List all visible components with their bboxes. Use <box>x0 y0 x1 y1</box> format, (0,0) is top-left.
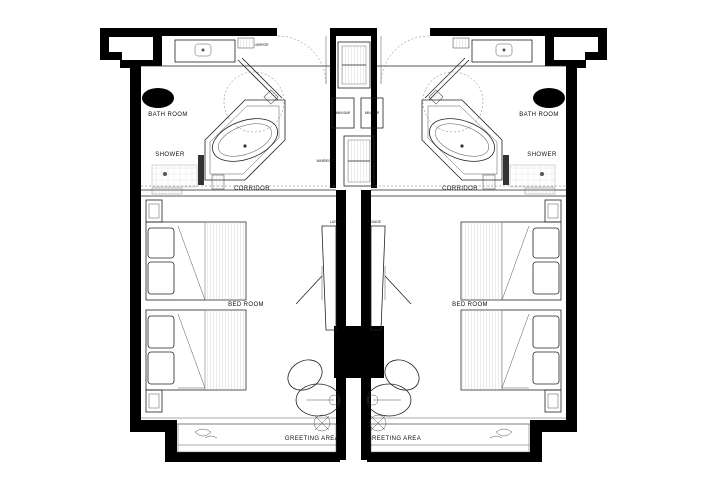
left-bathroom: MIRROR BATH ROOM SHOWER CORRIDOR <box>141 35 336 195</box>
greeting-area-label-left: GREETING AREA <box>285 436 339 442</box>
right-bathroom: BATH ROOM SHOWER CORRIDOR <box>371 35 566 195</box>
mini-bar-label-right: MINI BAR <box>365 111 380 115</box>
left-bedroom: BED ROOM GREETING AREA <box>145 199 341 453</box>
bath-room-label-left: BATH ROOM <box>148 112 188 118</box>
bed-room-label-right: BED ROOM <box>452 302 488 308</box>
corridor-label-right: CORRIDOR <box>442 186 478 192</box>
luggage-label-right: LUGGAGE <box>365 220 381 224</box>
shower-label-left: SHOWER <box>155 152 185 158</box>
bath-room-label-right: BATH ROOM <box>519 112 559 118</box>
shower-label-right: SHOWER <box>527 152 557 158</box>
wardrobe-label: WARDROBE <box>317 159 336 163</box>
mirror-label: MIRROR <box>256 43 270 47</box>
central-core: MINI BAR MINI BAR WARDROBE LUGGAGE LUGGA… <box>295 41 412 331</box>
right-bedroom: BED ROOM GREETING AREA <box>366 199 562 453</box>
bed-room-label-left: BED ROOM <box>228 302 264 308</box>
corridor-label-left: CORRIDOR <box>234 186 270 192</box>
luggage-label-left: LUGGAGE <box>330 220 346 224</box>
mini-bar-label-left: MINI BAR <box>336 111 351 115</box>
greeting-area-label-right: GREETING AREA <box>367 436 421 442</box>
outer-walls <box>100 28 607 462</box>
